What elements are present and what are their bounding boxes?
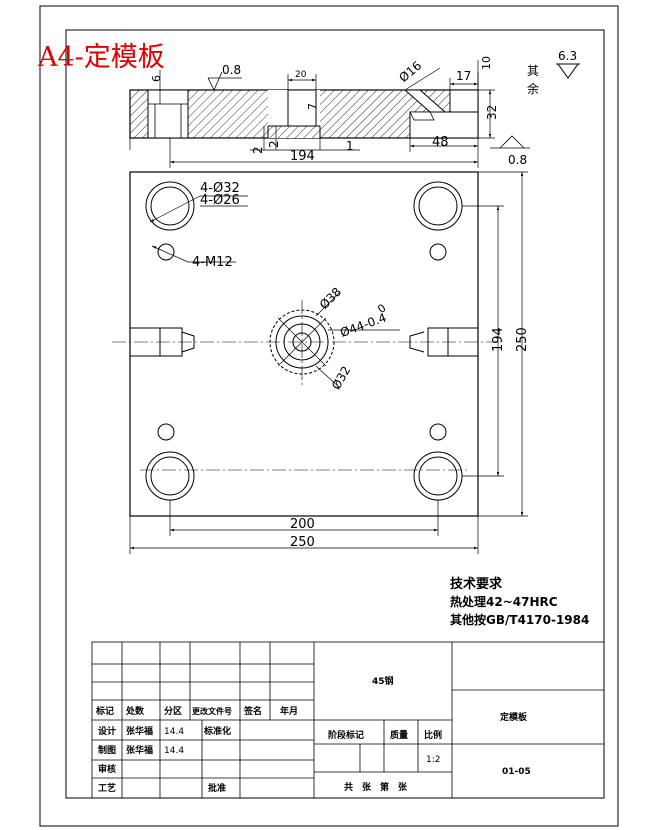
plan-dimensions bbox=[129, 171, 528, 554]
rev-header-sign: 签名 bbox=[243, 705, 262, 717]
dim-h-250: 250 bbox=[290, 535, 315, 550]
dim-width-48: 48 bbox=[432, 135, 449, 150]
dim-hole-dia-16: Ø16 bbox=[396, 58, 424, 85]
design-date: 14.4 bbox=[164, 727, 184, 737]
label-center-32: Ø32 bbox=[329, 364, 353, 392]
standard-label: 标准化 bbox=[203, 725, 231, 737]
dim-step-2a: 2 bbox=[251, 146, 265, 154]
sheets-label: 共 张 第 张 bbox=[344, 781, 408, 793]
label-guide-inner: 4-Ø26 bbox=[200, 193, 240, 208]
review-label: 审核 bbox=[98, 763, 116, 775]
scale-value: 1:2 bbox=[426, 755, 440, 765]
dim-depth-7: 7 bbox=[306, 103, 319, 110]
approve-label: 批准 bbox=[208, 782, 226, 794]
dim-v-194: 194 bbox=[491, 327, 506, 352]
outer-border bbox=[39, 5, 619, 827]
inner-border bbox=[65, 29, 605, 799]
designer-name: 张华福 bbox=[126, 725, 153, 737]
tech-line-2: 其他按GB/T4170-1984 bbox=[450, 612, 589, 627]
roughness-symbol-top bbox=[207, 71, 223, 91]
draw-date: 14.4 bbox=[164, 746, 184, 756]
dim-depth-6: 6 bbox=[150, 75, 163, 82]
tech-heading: 技术要求 bbox=[450, 576, 503, 592]
roughness-general-value: 6.3 bbox=[558, 49, 577, 63]
roughness-top-value: 0.8 bbox=[222, 63, 241, 77]
weight-label: 质量 bbox=[390, 729, 408, 741]
screw-holes bbox=[157, 243, 447, 441]
plan-leaders bbox=[149, 195, 400, 389]
center-bushing bbox=[269, 309, 335, 375]
rev-header-doc: 更改文件号 bbox=[192, 706, 232, 716]
drafter-name: 张华福 bbox=[126, 744, 153, 756]
side-pockets bbox=[129, 327, 479, 357]
roughness-side-value: 0.8 bbox=[508, 153, 527, 167]
tech-line-1: 热处理42~47HRC bbox=[450, 594, 558, 609]
stage-label: 阶段标记 bbox=[328, 729, 364, 741]
material: 45钢 bbox=[372, 675, 394, 687]
process-label: 工艺 bbox=[98, 782, 116, 794]
draw-label: 制图 bbox=[98, 744, 116, 756]
dim-step-2b: 2 bbox=[267, 140, 281, 148]
dim-pocket-20: 20 bbox=[295, 70, 307, 80]
rev-header-date: 年月 bbox=[280, 705, 298, 717]
title-block-grid bbox=[91, 641, 605, 799]
dim-thickness-32: 32 bbox=[485, 105, 499, 120]
design-label: 设计 bbox=[98, 725, 116, 737]
sheet-title: A4-定模板 bbox=[37, 42, 165, 73]
rev-header-zone: 分区 bbox=[164, 705, 182, 717]
part-name: 定模板 bbox=[499, 711, 528, 723]
drawing-number: 01-05 bbox=[502, 767, 531, 777]
section-view bbox=[129, 89, 479, 139]
dim-offset-1: 1 bbox=[346, 139, 354, 153]
dim-h-200: 200 bbox=[290, 517, 315, 532]
dim-height-10: 10 bbox=[480, 56, 493, 70]
dim-span-194-top: 194 bbox=[290, 149, 315, 164]
guide-holes bbox=[145, 181, 463, 501]
roughness-rest-2: 余 bbox=[527, 81, 539, 96]
section-dimensions bbox=[129, 60, 495, 168]
roughness-symbol-side bbox=[490, 135, 530, 149]
dim-v-250: 250 bbox=[515, 327, 530, 352]
label-center-44: Ø44-0.4 bbox=[338, 310, 388, 340]
rev-header-count: 处数 bbox=[125, 705, 145, 717]
label-guide-outer: 4-Ø32 bbox=[200, 181, 240, 196]
general-roughness-symbol: 6.3 bbox=[556, 49, 580, 79]
dim-width-17: 17 bbox=[456, 69, 471, 83]
center-lines bbox=[112, 300, 496, 471]
rev-header-mark: 标记 bbox=[95, 705, 114, 717]
roughness-rest-1: 其 bbox=[527, 64, 539, 78]
label-center-38: Ø38 bbox=[317, 285, 344, 312]
label-screw: 4-M12 bbox=[192, 255, 233, 270]
scale-label: 比例 bbox=[424, 729, 442, 741]
